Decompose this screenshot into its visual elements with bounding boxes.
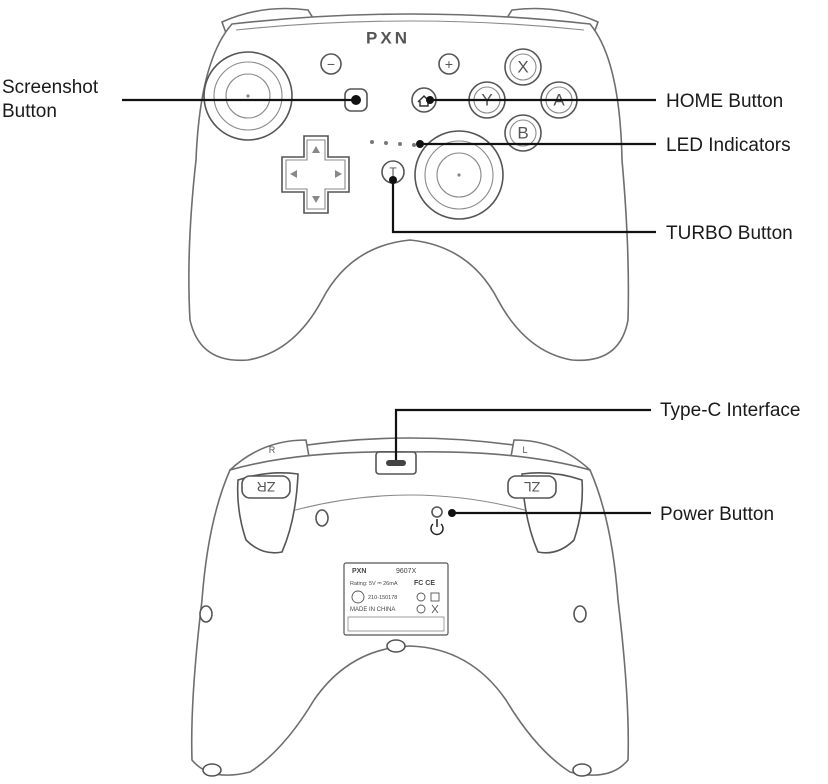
svg-text:L: L (522, 445, 527, 455)
compliance-icon (416, 592, 426, 602)
weee-bin-icon (431, 604, 439, 614)
power-icon (430, 519, 444, 536)
d-pad[interactable] (281, 135, 350, 214)
controller-back-view: R L ZR ZL (190, 437, 630, 777)
screw-hole (202, 763, 222, 777)
svg-text:X: X (517, 58, 528, 77)
turbo-label: TURBO Button (666, 223, 793, 244)
plate-cert-marks: FC CE (414, 580, 435, 587)
back-inner-contour (261, 494, 559, 521)
led-label: LED Indicators (666, 135, 791, 156)
plus-button[interactable]: + (438, 53, 460, 75)
svg-text:−: − (327, 56, 335, 72)
cert-seal-icon (351, 590, 365, 604)
dpad-arrow-icons (290, 146, 342, 203)
screenshot-label-line1: Screenshot (2, 77, 99, 98)
x-button[interactable]: X (504, 48, 542, 86)
led-indicators (370, 140, 416, 147)
plate-brand: PXN (352, 568, 366, 575)
svg-text:+: + (445, 56, 453, 72)
controller-front-view: PXN − + X (188, 7, 630, 362)
minus-button[interactable]: − (320, 53, 342, 75)
b-button[interactable]: B (504, 114, 542, 152)
qr-icon (430, 592, 440, 602)
typec-label: Type-C Interface (660, 400, 800, 421)
front-top-edge (235, 20, 585, 31)
svg-text:T: T (389, 165, 397, 179)
label-plate: PXN 9607X Rating: 5V ⎓ 26mA FC CE 210-15… (343, 562, 449, 636)
back-callout-leaders (394, 408, 651, 517)
front-callout-leaders (122, 96, 656, 234)
right-analog-stick[interactable] (414, 130, 504, 220)
svg-text:ZL: ZL (524, 479, 541, 495)
screw-hole (199, 605, 213, 623)
screw-hole (572, 763, 592, 777)
recycle-icon (416, 604, 426, 614)
brand-logo: PXN (366, 29, 410, 48)
plate-rating: Rating: 5V ⎓ 26mA (350, 581, 398, 587)
power-label: Power Button (660, 504, 774, 525)
left-analog-stick[interactable] (203, 51, 293, 141)
plate-made-in: MADE IN CHINA (350, 607, 395, 613)
svg-text:R: R (269, 445, 276, 455)
screw-hole (573, 605, 587, 623)
plate-model: 9607X (396, 568, 417, 575)
plate-reg-number: 210-150178 (368, 595, 397, 601)
zr-trigger[interactable]: ZR (236, 472, 299, 554)
svg-text:B: B (517, 124, 528, 143)
screw-hole (315, 509, 329, 527)
home-label: HOME Button (666, 91, 783, 112)
power-button[interactable] (430, 506, 444, 536)
screenshot-label-line2: Button (2, 101, 57, 122)
serial-box (347, 616, 445, 632)
screw-hole (386, 639, 406, 653)
svg-text:ZR: ZR (257, 479, 276, 495)
